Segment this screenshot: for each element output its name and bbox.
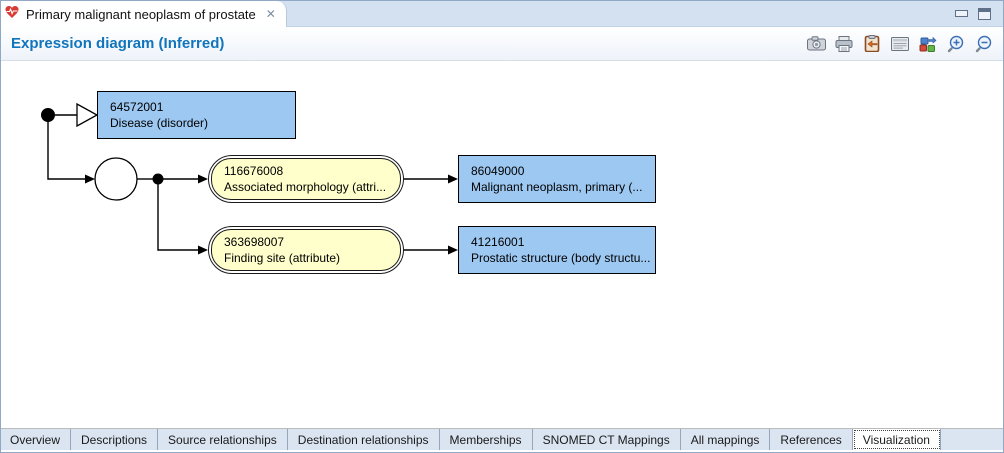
tab-memberships[interactable]: Memberships	[440, 429, 533, 450]
export-model-icon[interactable]	[917, 33, 939, 55]
minimize-icon[interactable]	[955, 10, 968, 17]
arrowhead	[448, 174, 458, 184]
arrowhead	[198, 174, 208, 184]
attribute-id: 116676008	[224, 164, 284, 178]
view-header: Expression diagram (Inferred)	[1, 27, 1003, 61]
concept-id: 64572001	[110, 100, 164, 114]
branch-dot	[152, 173, 164, 185]
concept-node-malignant-neoplasm[interactable]: 86049000 Malignant neoplasm, primary (..…	[458, 155, 656, 203]
editor-tab-title: Primary malignant neoplasm of prostate	[26, 6, 256, 22]
editor-tab[interactable]: Primary malignant neoplasm of prostate ✕	[1, 1, 287, 27]
bottom-tab-bar: Overview Descriptions Source relationshi…	[1, 428, 1003, 450]
view-controls	[943, 1, 1003, 27]
attribute-node-inner: 116676008 Associated morphology (attri..…	[211, 158, 401, 200]
concept-id: 86049000	[471, 164, 525, 178]
diagram-connectors	[41, 102, 458, 255]
concept-label: Prostatic structure (body structu...	[471, 251, 651, 265]
concept-node-disease[interactable]: 64572001 Disease (disorder)	[97, 91, 296, 139]
editor-tab-bar: Primary malignant neoplasm of prostate ✕	[1, 1, 1003, 27]
diagram-toolbar	[805, 33, 995, 55]
arrowhead	[85, 174, 95, 184]
expression-diagram-canvas: 64572001 Disease (disorder) 116676008 As…	[1, 61, 1003, 428]
is-a-arrowhead	[76, 102, 99, 128]
bottom-edge	[1, 450, 1003, 452]
tab-visualization[interactable]: Visualization	[852, 429, 941, 450]
tab-source-relationships[interactable]: Source relationships	[158, 429, 288, 450]
page-title: Expression diagram (Inferred)	[11, 35, 225, 52]
heart-pulse-icon	[4, 4, 20, 25]
concept-label: Disease (disorder)	[110, 116, 209, 130]
concept-label: Malignant neoplasm, primary (...	[471, 180, 643, 194]
camera-icon[interactable]	[805, 33, 827, 55]
clipboard-import-icon[interactable]	[861, 33, 883, 55]
tab-snomed-ct-mappings[interactable]: SNOMED CT Mappings	[533, 429, 681, 450]
conjunction-node[interactable]	[41, 108, 55, 122]
concept-node-prostatic-structure[interactable]: 41216001 Prostatic structure (body struc…	[458, 226, 656, 274]
maximize-icon[interactable]	[978, 7, 991, 20]
print-icon[interactable]	[833, 33, 855, 55]
tab-all-mappings[interactable]: All mappings	[681, 429, 771, 450]
tab-descriptions[interactable]: Descriptions	[71, 429, 159, 450]
tab-destination-relationships[interactable]: Destination relationships	[288, 429, 440, 450]
arrowhead	[198, 245, 208, 255]
zoom-out-icon[interactable]	[973, 33, 995, 55]
attribute-id: 363698007	[224, 235, 285, 249]
attribute-label: Associated morphology (attri...	[224, 180, 387, 194]
attribute-label: Finding site (attribute)	[224, 251, 341, 265]
tab-bar-filler	[286, 1, 943, 27]
report-icon[interactable]	[889, 33, 911, 55]
role-group-node[interactable]	[94, 157, 138, 201]
attribute-node-associated-morphology[interactable]: 116676008 Associated morphology (attri..…	[208, 155, 404, 203]
zoom-in-icon[interactable]	[945, 33, 967, 55]
tab-references[interactable]: References	[770, 429, 853, 450]
attribute-node-inner: 363698007 Finding site (attribute)	[211, 229, 401, 271]
concept-id: 41216001	[471, 235, 525, 249]
tab-overview[interactable]: Overview	[1, 429, 72, 450]
attribute-node-finding-site[interactable]: 363698007 Finding site (attribute)	[208, 226, 404, 274]
arrowhead	[448, 245, 458, 255]
close-icon[interactable]: ✕	[265, 7, 276, 21]
